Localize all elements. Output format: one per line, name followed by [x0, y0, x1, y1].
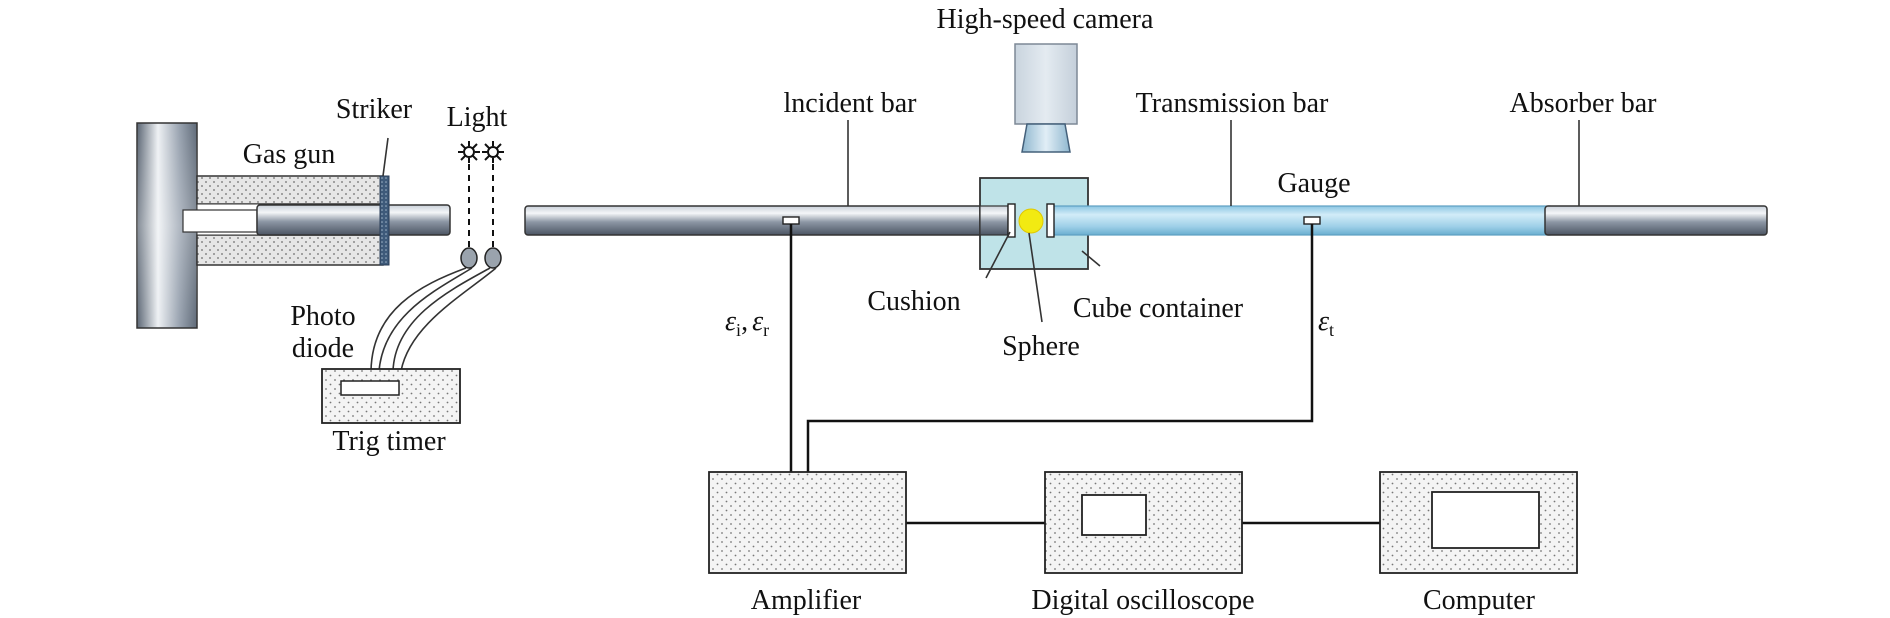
trig-timer-display [340, 380, 400, 396]
transmission-gauge-wire [806, 224, 1314, 472]
incident-bar [524, 205, 1016, 236]
camera-lens [1021, 123, 1071, 153]
cushion-right [1046, 203, 1055, 238]
cushion-left [1007, 203, 1016, 238]
photo-diode-sensor [460, 247, 478, 269]
label-striker: Striker [336, 94, 413, 125]
striker-plate [379, 175, 390, 266]
label-high-speed-camera: High-speed camera [937, 4, 1154, 35]
label-computer: Computer [1423, 585, 1536, 616]
oscilloscope-screen [1081, 494, 1147, 536]
light-icon [482, 141, 504, 163]
photo-diode-sensor [484, 247, 502, 269]
gas-gun-barrel-upper [196, 175, 384, 205]
label-sphere: Sphere [1002, 331, 1080, 362]
gas-gun-breech [182, 209, 258, 233]
label-gas-gun: Gas gun [243, 139, 336, 170]
label-photo: Photo [290, 301, 355, 332]
absorber-bar [1544, 205, 1768, 236]
trig-timer-box [321, 368, 461, 424]
label-trig-timer: Trig timer [332, 426, 446, 457]
transmission-strain-gauge [1303, 216, 1321, 225]
label-cube-container: Cube container [1073, 293, 1244, 324]
incident-strain-gauge [782, 216, 800, 225]
label-cushion: Cushion [867, 286, 960, 317]
label-transmitted-strain: εt [1318, 306, 1334, 340]
label-light: Light [447, 102, 508, 133]
transmission-bar [1049, 205, 1551, 236]
light-icon [458, 141, 480, 163]
gas-gun [136, 122, 451, 329]
sphere-specimen [1018, 208, 1044, 234]
camera-body [1014, 43, 1078, 125]
label-incident-reflected-strain: εi,εr [725, 306, 769, 340]
label-incident-bar: lncident bar [784, 88, 918, 119]
gas-gun-barrel-lower [196, 234, 384, 266]
computer-screen [1431, 491, 1540, 549]
photo-diode-cables [370, 267, 497, 372]
label-diode: diode [292, 333, 354, 364]
high-speed-camera [1014, 43, 1078, 153]
label-amplifier: Amplifier [751, 585, 862, 616]
label-absorber-bar: Absorber bar [1510, 88, 1658, 119]
label-transmission-bar: Transmission bar [1136, 88, 1329, 119]
amplifier-box [708, 471, 907, 574]
label-digital-oscilloscope: Digital oscilloscope [1031, 585, 1254, 616]
striker-bar [256, 204, 451, 236]
label-gauge: Gauge [1277, 168, 1350, 199]
light-sources [458, 141, 504, 269]
